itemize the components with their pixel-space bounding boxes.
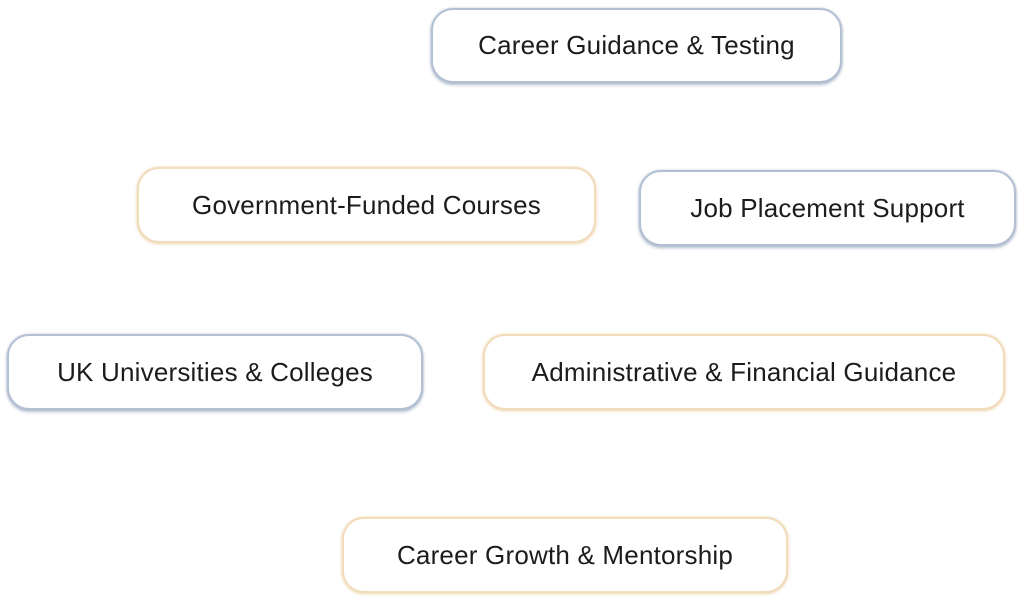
government-funded-courses-pill[interactable]: Government-Funded Courses — [137, 167, 596, 243]
pill-label: Career Guidance & Testing — [478, 30, 795, 60]
uk-universities-colleges-pill[interactable]: UK Universities & Colleges — [7, 334, 423, 410]
pill-label: Administrative & Financial Guidance — [531, 356, 957, 387]
career-growth-mentorship-pill[interactable]: Career Growth & Mentorship — [342, 517, 788, 593]
job-placement-support-pill[interactable]: Job Placement Support — [639, 170, 1016, 246]
administrative-financial-guidance-pill[interactable]: Administrative & Financial Guidance — [483, 334, 1005, 410]
career-guidance-testing-pill[interactable]: Career Guidance & Testing — [431, 8, 842, 83]
pill-label: UK Universities & Colleges — [57, 356, 373, 387]
pill-label: Career Growth & Mentorship — [396, 539, 734, 570]
pill-label: Job Placement Support — [690, 192, 965, 223]
pill-label: Government-Funded Courses — [192, 189, 541, 220]
